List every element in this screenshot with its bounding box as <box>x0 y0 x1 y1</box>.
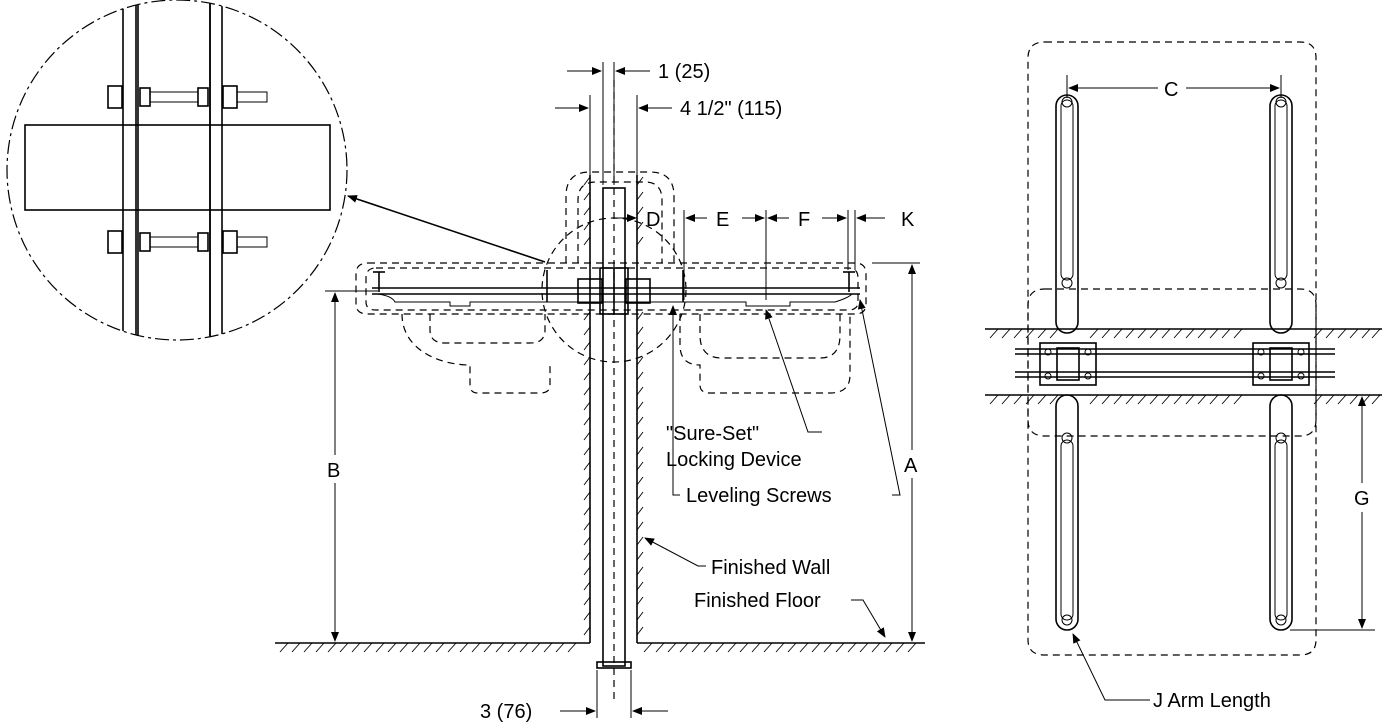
dim-3-label: 3 (76) <box>480 701 532 722</box>
dim-1-label: 1 (25) <box>658 61 710 83</box>
sure-set-label-line1: "Sure-Set" <box>666 423 759 445</box>
dim-e-label: E <box>716 209 729 231</box>
finished-floor-label: Finished Floor <box>694 590 821 612</box>
detail-circle <box>6 0 348 341</box>
dim-f-label: F <box>798 209 810 231</box>
front-view <box>985 41 1382 701</box>
sure-set-label-line2: Locking Device <box>666 449 802 471</box>
dim-a-label: A <box>904 455 918 477</box>
detail-callout-arrow <box>347 195 546 263</box>
dim-c-label: C <box>1164 79 1178 101</box>
leveling-screws-label: Leveling Screws <box>686 485 832 507</box>
j-arm-length-label: J Arm Length <box>1153 690 1271 712</box>
dim-k-label: K <box>901 209 915 231</box>
dim-4-5-label: 4 1/2" (115) <box>680 98 782 120</box>
main-elevation <box>275 62 925 718</box>
dim-g-label: G <box>1354 488 1370 510</box>
dim-b-label: B <box>327 460 340 482</box>
finished-wall-label: Finished Wall <box>711 557 830 579</box>
dim-d-label: D <box>646 209 660 231</box>
